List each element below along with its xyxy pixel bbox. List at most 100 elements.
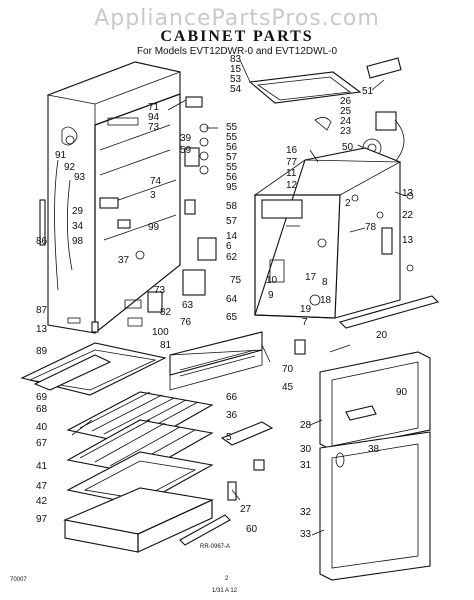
label-23: 23 [340,126,352,137]
label-59: 59 [180,145,192,156]
label-37: 37 [118,255,130,266]
label-65: 65 [226,312,238,323]
label-93: 93 [74,172,86,183]
label-47: 47 [36,481,48,492]
label-11: 11 [286,168,297,179]
label-60: 60 [246,524,258,535]
label-39: 39 [180,133,192,144]
label-69: 69 [36,392,48,403]
label-19: 19 [300,304,312,315]
label-15: 15 [230,64,242,75]
footer-left-code: 70007 [10,577,27,583]
label-51: 51 [362,86,374,97]
label-89: 89 [36,346,48,357]
label-98: 98 [72,236,84,247]
label-73: 73 [148,122,160,133]
label-70: 70 [282,364,294,375]
label-100: 100 [152,327,169,338]
label-22: 22 [402,210,414,221]
label-25: 25 [340,106,352,117]
label-97: 97 [36,514,48,525]
label-13b: 13 [402,235,414,246]
top-panel [248,57,405,163]
label-94: 94 [148,112,160,123]
label-77: 77 [286,157,298,168]
drawing-number: RR-0967-A [200,544,230,550]
label-36: 36 [226,410,238,421]
label-16: 16 [286,145,298,156]
label-29: 29 [72,206,84,217]
label-3: 3 [150,190,156,201]
label-32: 32 [300,507,312,518]
label-58: 58 [226,201,238,212]
label-68: 68 [36,404,48,415]
cabinet-outer [46,61,182,335]
label-87: 87 [36,305,48,316]
label-74: 74 [150,176,162,187]
label-38: 38 [368,444,380,455]
label-55: 55 [226,122,238,133]
label-12: 12 [286,180,298,191]
freezer-liner [253,147,402,319]
label-78: 78 [365,222,377,233]
label-28: 28 [300,420,312,431]
label-24: 24 [340,116,352,127]
label-10: 10 [266,275,278,286]
label-7: 7 [302,317,308,328]
label-5: 5 [226,432,232,443]
label-9: 9 [268,290,274,301]
label-20: 20 [376,330,388,341]
label-17: 17 [305,272,317,283]
label-55c: 55 [226,162,238,173]
label-83: 83 [230,54,242,65]
doors [319,351,431,581]
label-8: 8 [322,277,328,288]
label-57: 57 [226,152,238,163]
label-64: 64 [226,294,238,305]
label-90: 90 [396,387,408,398]
label-14: 14 [226,231,238,242]
label-6: 6 [226,241,232,252]
label-95: 95 [226,182,238,193]
label-81: 81 [160,340,172,351]
label-75: 75 [230,275,242,286]
label-26: 26 [340,96,352,107]
page-number: 2 [225,576,229,582]
label-62: 62 [226,252,238,263]
label-40: 40 [36,422,48,433]
label-34: 34 [72,221,84,232]
label-13c: 13 [36,324,48,335]
label-55b: 55 [226,132,238,143]
label-56: 56 [226,142,238,153]
label-31: 31 [300,460,312,471]
label-63: 63 [182,300,194,311]
center-hardware [184,96,217,261]
left-hardware [39,117,206,333]
label-54: 54 [230,84,242,95]
label-92: 92 [64,162,76,173]
label-86: 86 [36,236,48,247]
label-50: 50 [342,142,354,153]
site-watermark: AppliancePartsPros.com [94,6,380,31]
label-53: 53 [230,74,242,85]
label-66: 66 [226,392,238,403]
right-hardware [294,192,440,355]
label-41: 41 [36,461,48,472]
label-13: 13 [402,188,414,199]
label-2: 2 [345,198,351,209]
label-30: 30 [300,444,312,455]
grille [169,331,263,391]
label-33: 33 [300,529,312,540]
page-title: CABINET PARTS [160,28,314,45]
label-45: 45 [282,382,294,393]
label-71: 71 [148,102,160,113]
shelves [20,342,231,553]
models-subtitle: For Models EVT12DWR-0 and EVT12DWL-0 [136,46,338,57]
leader-lines [71,59,407,536]
label-42: 42 [36,496,48,507]
label-99: 99 [148,222,160,233]
drawer-hardware [220,421,274,501]
label-82: 82 [160,307,172,318]
label-18: 18 [320,295,332,306]
